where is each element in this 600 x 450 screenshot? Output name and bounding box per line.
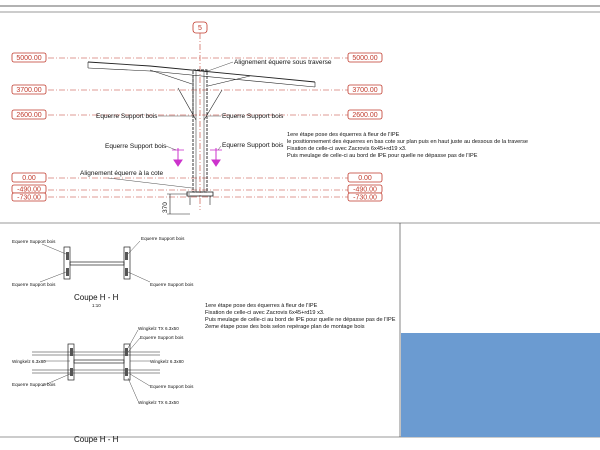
label-support-right: Equerre Support bois	[222, 113, 284, 120]
level-lines	[48, 57, 348, 198]
level-right-5000: 5000.00	[352, 55, 377, 62]
section1-title: Coupe H - H	[74, 293, 119, 302]
svg-text:2eme étape pose des bois selon: 2eme étape pose des bois selon repérage …	[205, 324, 365, 330]
level-labels-right: 5000.00 3700.00 2600.00 0.00 -490.00 -73…	[347, 52, 383, 202]
section1-label-2: Equerre Support bois	[12, 282, 56, 287]
level-right-2600: 2600.00	[352, 112, 377, 119]
note-mid: 1ere étape pose des équerres à fleur de …	[205, 303, 396, 330]
svg-text:5: 5	[198, 25, 202, 32]
section1-label-3: Equerre Support bois	[150, 282, 194, 287]
blue-panel	[401, 333, 600, 437]
svg-text:Fixation de celle-ci avec Zacr: Fixation de celle-ci avec Zacrovis 6x45+…	[287, 146, 407, 152]
axis-marker: 5	[192, 21, 208, 210]
placement-arrows	[172, 148, 222, 167]
section1-scale: 1:10	[92, 303, 101, 308]
dimension-370: 370	[162, 202, 169, 213]
section-2: Wingkelz TX 6.3x50 Equerre Support bois …	[12, 326, 194, 444]
sheet-frame	[0, 5, 600, 438]
wingkelz-top-label: Wingkelz TX 6.3x50	[138, 326, 179, 331]
elevation-labels: Alignement équerre sous traverse Equerre…	[80, 59, 332, 213]
level-right-490: -490.00	[353, 187, 377, 194]
svg-text:Puis meulage de celle-ci au bo: Puis meulage de celle-ci au bord de IPE …	[287, 153, 478, 159]
level-left-3700: 3700.00	[16, 87, 41, 94]
support-top-label: Equerre Support bois	[140, 335, 184, 340]
svg-text:le positionnement des équerres: le positionnement des équerres en bas co…	[287, 139, 528, 145]
label-support-mid-right: Equerre Support bois	[222, 142, 284, 149]
note-top: 1ere étape pose des équerres à fleur de …	[287, 132, 528, 159]
svg-text:Fixation de celle-ci avec Zacr: Fixation de celle-ci avec Zacrovis 6x45+…	[205, 310, 325, 316]
section2-title: Coupe H - H	[74, 435, 119, 444]
level-right-3700: 3700.00	[352, 87, 377, 94]
level-right-0: 0.00	[358, 175, 372, 182]
label-support-left: Equerre Support bois	[96, 113, 158, 120]
section1-label-0: Equerre Support bois	[12, 239, 56, 244]
label-alignment-cote: Alignement équerre à la cote	[80, 170, 163, 177]
label-support-mid-left: Equerre Support bois	[105, 143, 167, 150]
support-bottom-left-label: Equerre Support bois	[12, 382, 56, 387]
svg-text:1ere étape pose des équerres à: 1ere étape pose des équerres à fleur de …	[205, 303, 318, 309]
label-alignment-top: Alignement équerre sous traverse	[234, 59, 332, 66]
wingkelz-right-label: Wingkelz 6.3x80	[150, 359, 184, 364]
section-1: Equerre Support bois Equerre Support boi…	[12, 236, 194, 308]
wingkelz-bottom-label: Wingkelz TX 6.3x50	[138, 400, 179, 405]
level-left-490: -490.00	[17, 187, 41, 194]
svg-text:Puis meulage de celle-ci au bo: Puis meulage de celle-ci au bord de IPE …	[205, 317, 396, 323]
level-labels-left: 5000.00 3700.00 2600.00 0.00 -490.00 -73…	[11, 52, 47, 202]
support-bottom-right-label: Equerre Support bois	[150, 384, 194, 389]
section1-label-1: Equerre Support bois	[141, 236, 185, 241]
level-left-2600: 2600.00	[16, 112, 41, 119]
svg-text:1ere étape pose des équerres à: 1ere étape pose des équerres à fleur de …	[287, 132, 400, 138]
wingkelz-left-label: Wingkelz 6.3x80	[12, 359, 46, 364]
elevation-structure	[87, 61, 316, 215]
level-left-5000: 5000.00	[16, 55, 41, 62]
level-left-0: 0.00	[22, 175, 36, 182]
level-right-730: -730.00	[353, 195, 377, 202]
level-left-730: -730.00	[17, 195, 41, 202]
